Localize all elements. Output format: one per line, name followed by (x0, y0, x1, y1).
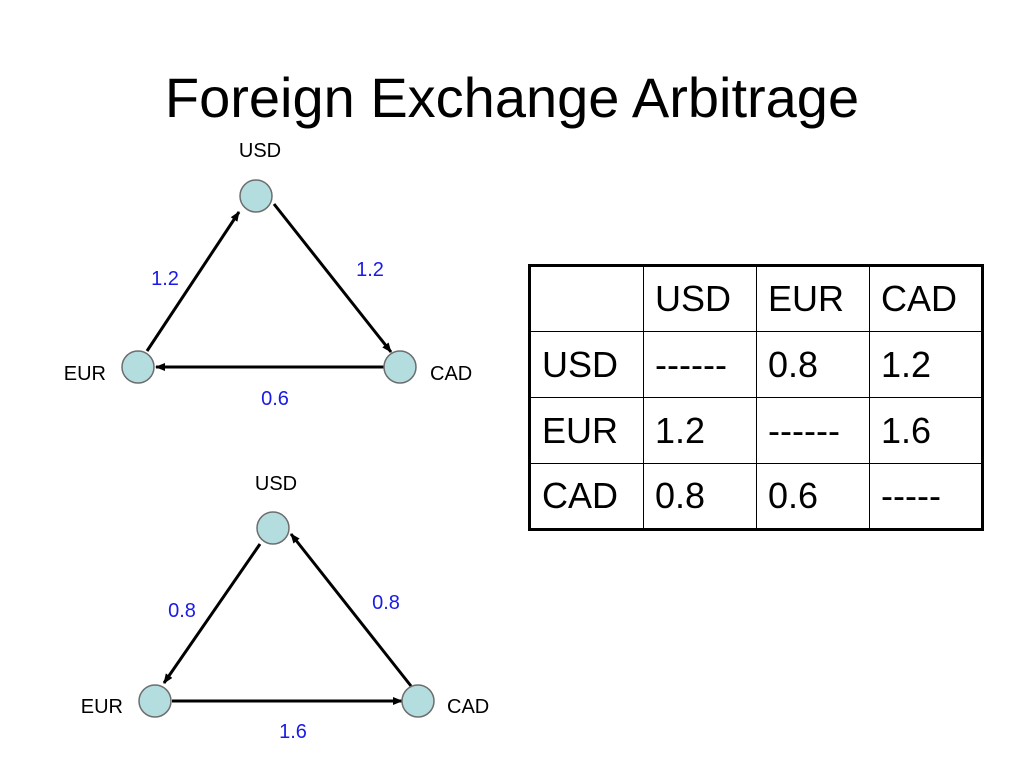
table-cell: ------ (643, 331, 757, 398)
table-cell: ----- (869, 463, 983, 530)
edge-cad-to-usd (289, 533, 413, 687)
row-header-usd: USD (529, 331, 644, 398)
edge-usd-to-cad (272, 203, 393, 353)
graph-1: USD EUR CAD 1.2 1.2 0.6 (64, 140, 472, 410)
column-header-eur: EUR (756, 265, 870, 332)
weight-usd-cad: 1.2 (356, 259, 384, 281)
table-header-row: USD EUR CAD (529, 265, 983, 332)
row-header-cad: CAD (529, 463, 644, 530)
node-label-usd: USD (239, 140, 281, 162)
graph-2: USD EUR CAD 0.8 0.8 1.6 (81, 473, 489, 743)
node-eur (138, 684, 172, 718)
table-cell: 1.2 (869, 331, 983, 398)
table-cell: ------ (756, 397, 870, 464)
column-header-usd: USD (643, 265, 757, 332)
table-cell: 1.2 (643, 397, 757, 464)
node-usd (256, 511, 290, 545)
table-row: EUR 1.2 ------ 1.6 (529, 397, 983, 464)
edge-eur-to-usd (145, 211, 241, 352)
edge-usd-to-eur (162, 543, 262, 684)
weight-usd-eur: 0.8 (168, 600, 196, 622)
node-eur (121, 350, 155, 384)
exchange-rate-table: USD EUR CAD USD ------ 0.8 1.2 EUR 1.2 -… (528, 264, 984, 531)
node-label-eur: EUR (64, 363, 106, 385)
table-row: USD ------ 0.8 1.2 (529, 331, 983, 398)
node-label-cad: CAD (447, 696, 489, 718)
column-header-cad: CAD (869, 265, 983, 332)
node-cad (401, 684, 435, 718)
table-row: CAD 0.8 0.6 ----- (529, 463, 983, 530)
slide-title: Foreign Exchange Arbitrage (164, 66, 860, 129)
table-cell: 0.8 (643, 463, 757, 530)
weight-eur-usd: 1.2 (151, 268, 179, 290)
node-usd (239, 179, 273, 213)
node-label-usd: USD (255, 473, 297, 495)
table-cell: 1.6 (869, 397, 983, 464)
node-label-eur: EUR (81, 696, 123, 718)
table-cell: 0.8 (756, 331, 870, 398)
table-cell: 0.6 (756, 463, 870, 530)
table-corner-cell (529, 265, 644, 332)
node-label-cad: CAD (430, 363, 472, 385)
node-cad (383, 350, 417, 384)
row-header-eur: EUR (529, 397, 644, 464)
weight-cad-eur: 0.6 (261, 388, 289, 410)
weight-eur-cad: 1.6 (279, 721, 307, 743)
weight-cad-usd: 0.8 (372, 592, 400, 614)
